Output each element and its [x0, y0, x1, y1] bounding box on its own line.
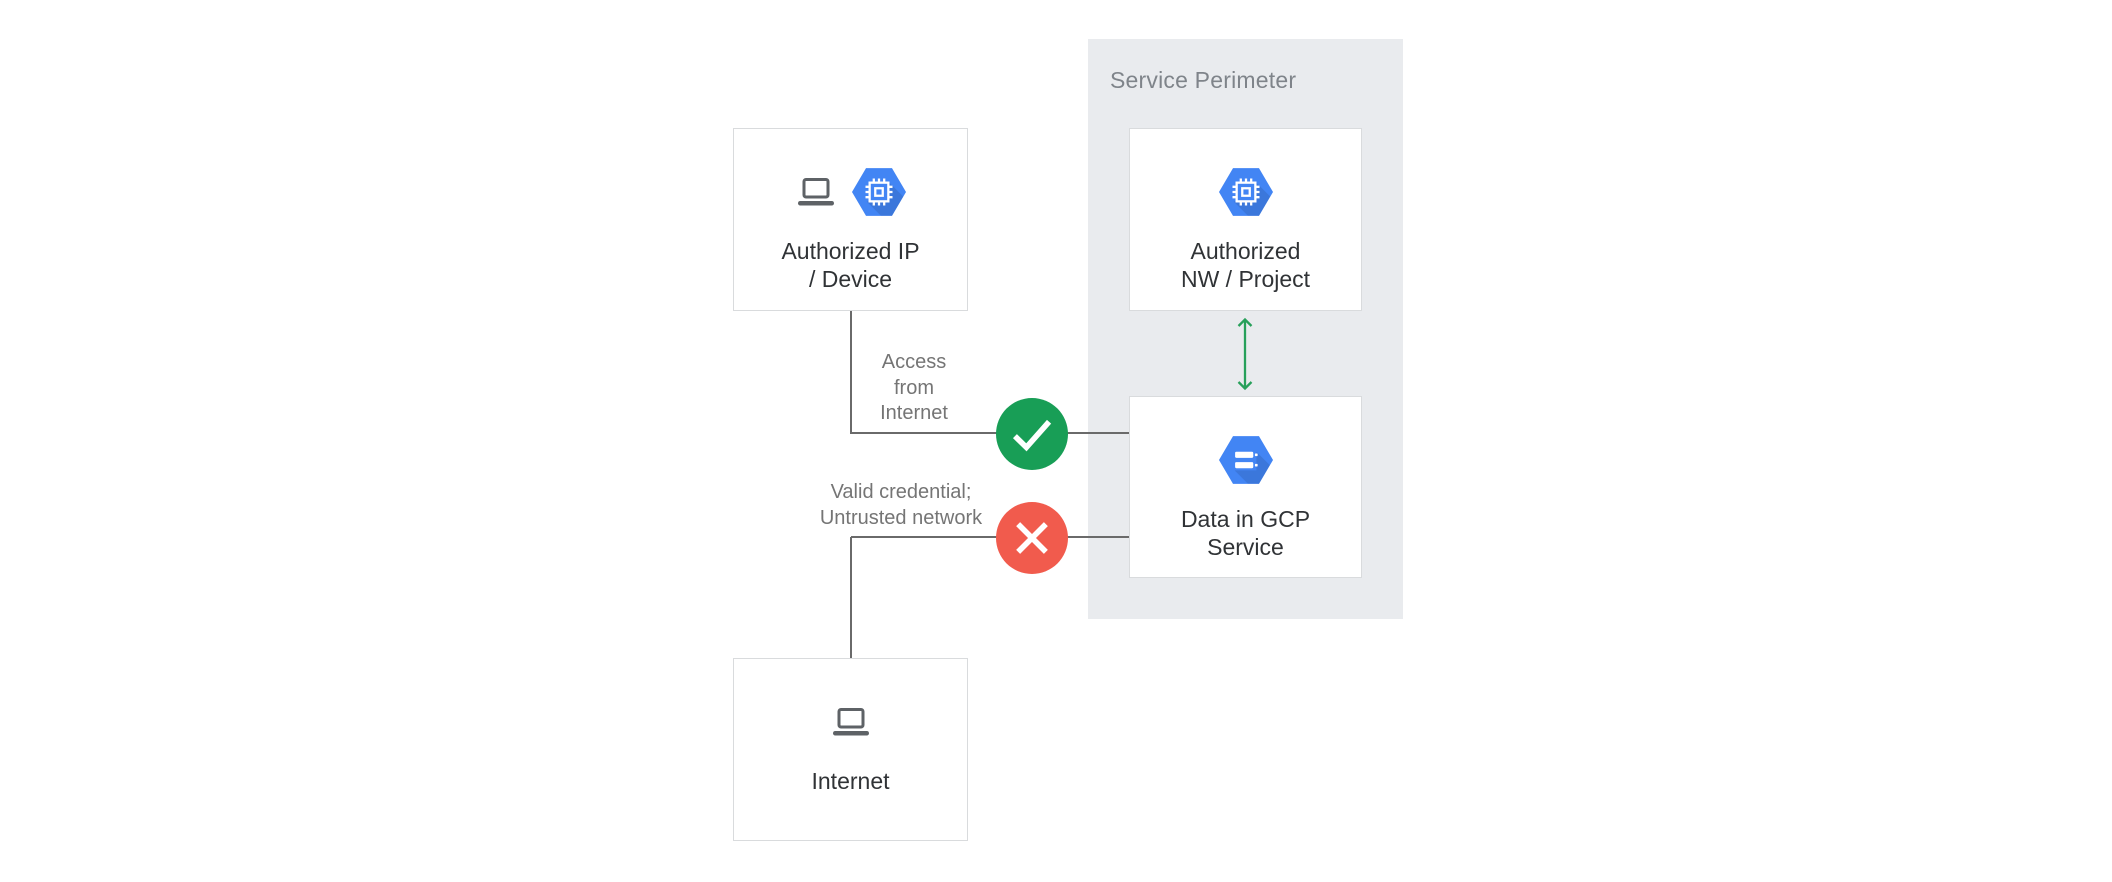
node-label-authorized-ip: Authorized IP / Device — [781, 238, 920, 292]
node-label-data-gcp: Data in GCP Service — [1180, 506, 1311, 560]
authorized-ip-icon-row — [796, 168, 906, 216]
data-gcp-icon-row — [1219, 436, 1273, 484]
laptop-icon — [796, 178, 835, 206]
valid-credential-label: Valid credential; Untrusted network — [819, 481, 983, 529]
node-internet: Internet — [733, 658, 968, 841]
node-label-authorized-nw: Authorized NW / Project — [1180, 238, 1311, 292]
cross-icon — [1016, 522, 1048, 554]
access-denied-badge — [996, 502, 1068, 574]
access-from-internet-label: Access from Internet — [880, 351, 948, 424]
check-icon — [1012, 419, 1052, 452]
laptop-icon — [831, 708, 870, 736]
node-data-in-gcp-service: Data in GCP Service — [1129, 396, 1362, 578]
connector-line-authorized-ip-down — [850, 311, 852, 434]
gcp-storage-hexagon-icon — [1219, 436, 1273, 484]
node-authorized-nw-project: Authorized NW / Project — [1129, 128, 1362, 311]
internet-icon-row — [831, 698, 871, 746]
bidirectional-arrow-icon — [1237, 317, 1253, 391]
connector-line-internet-up — [850, 537, 852, 659]
connector-line-untrusted-horizontal — [851, 536, 1129, 538]
service-perimeter-label: Service Perimeter — [1110, 67, 1297, 93]
gcp-chip-hexagon-icon — [1219, 168, 1273, 216]
node-label-internet: Internet — [811, 768, 890, 794]
gcp-chip-hexagon-icon — [852, 168, 906, 216]
access-allowed-badge — [996, 398, 1068, 470]
node-authorized-ip-device: Authorized IP / Device — [733, 128, 968, 311]
connector-line-access-horizontal — [851, 432, 1129, 434]
authorized-nw-icon-row — [1219, 168, 1273, 216]
